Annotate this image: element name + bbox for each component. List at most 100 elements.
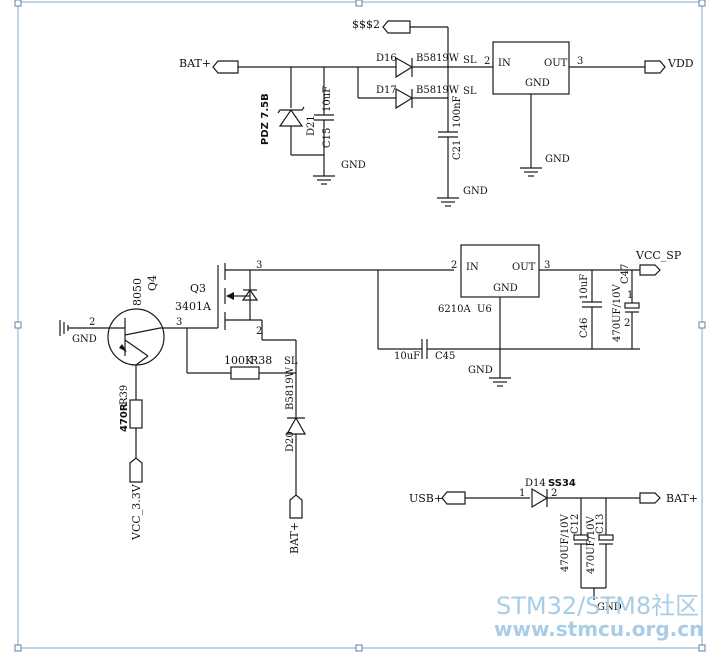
vdd-label: VDD: [667, 57, 694, 70]
c45-ref: C45: [435, 351, 455, 362]
d17-diode-symbol: [395, 87, 414, 110]
c13-value: 470UF/10V: [586, 515, 597, 574]
d21-ref: D21: [306, 115, 317, 136]
c15-value: 10uF: [322, 86, 333, 112]
gnd-label-c21: GND: [463, 186, 488, 197]
c21-value: 100nF: [452, 95, 463, 128]
vdd-port: [644, 60, 666, 74]
r38-ref: R38: [250, 354, 272, 367]
u-top-pin-out: 3: [577, 56, 583, 67]
resize-handle-left[interactable]: [14, 321, 22, 329]
u6-pin-in: 2: [451, 260, 457, 271]
r39-resistor: [129, 399, 143, 429]
middle-switch-section: GND 2 8050 Q4 3 470R R39 VCC_3.3V Q3 340…: [59, 244, 682, 554]
q3-pin3: 3: [256, 260, 262, 271]
selection-frame: [14, 0, 706, 652]
watermark-title: STM32/STM8社区: [496, 592, 699, 620]
gnd-label-u-top: GND: [545, 154, 570, 165]
d20-value: B5819W: [285, 366, 296, 410]
u6-gnd-label: GND: [493, 283, 518, 294]
c46-value: 10uF: [579, 274, 590, 300]
d14-pin1: 1: [519, 488, 525, 499]
resize-handle-top-right[interactable]: [698, 0, 706, 7]
sss2-port: [382, 20, 411, 34]
vcc-sp-port: [639, 264, 661, 276]
q4-pin2: 2: [89, 317, 95, 328]
q3-ref: Q3: [190, 282, 206, 295]
c47-polarized-cap: [624, 302, 640, 309]
resize-handle-bottom[interactable]: [355, 644, 363, 652]
site-watermark: STM32/STM8社区 www.stmcu.org.cn: [494, 592, 703, 641]
d21-zener-symbol: [278, 108, 304, 127]
bat-plus-label-mid: BAT+: [288, 522, 301, 554]
bat-plus-port-top: [212, 60, 239, 74]
sss2-label: $$$2: [352, 18, 380, 31]
u-top-pin-in: 2: [484, 56, 490, 67]
q4-pin3: 3: [176, 317, 182, 328]
d14-value: SS34: [548, 478, 576, 489]
u6-in-label: IN: [466, 262, 479, 273]
u6-pin-out: 3: [544, 260, 550, 271]
sl-label-top2: SL: [463, 86, 477, 97]
c47-ref: C47: [620, 264, 631, 284]
u-top-in-label: IN: [498, 58, 511, 69]
bat-plus-label-top: BAT+: [179, 57, 211, 70]
bat-plus-label-bottom: BAT+: [666, 492, 698, 505]
d16-value: B5819W: [416, 53, 460, 64]
c13-polarized-cap: [598, 534, 614, 541]
u6-out-label: OUT: [512, 262, 536, 273]
usb-plus-port: [441, 491, 466, 505]
usb-input-section: USB+ 1 D14 SS34 2 BAT+ C12 470UF/10V C13…: [409, 478, 698, 613]
q4-value: 8050: [131, 278, 144, 306]
u6-value: 6210A: [438, 304, 471, 315]
c47-value: 470UF/10V: [612, 283, 623, 342]
q3-pin2: 2: [256, 326, 262, 337]
c45-value: 10uF: [394, 351, 420, 362]
c46-ref: C46: [579, 318, 590, 338]
gnd-label-u6: GND: [468, 365, 493, 376]
resize-handle-top-left[interactable]: [14, 0, 22, 7]
r38-value: 100K: [224, 354, 254, 367]
gnd-label-q4: GND: [72, 334, 97, 345]
d14-pin2: 2: [551, 488, 557, 499]
d20-ref: D20: [285, 431, 296, 452]
q4-transistor-body: [107, 308, 165, 366]
c12-value: 470UF/10V: [560, 513, 571, 572]
r38-resistor: [230, 366, 260, 380]
r39-value: 470R: [119, 403, 130, 432]
c13-ref: C13: [595, 514, 606, 534]
c15-ref: C15: [322, 128, 333, 148]
u-top-gnd-label: GND: [525, 78, 550, 89]
top-input-section: BAT+ $$$2 PDZ 7.5B D21 10uF C15 GND: [179, 18, 694, 207]
bat-plus-port-bottom: [639, 492, 661, 504]
c12-polarized-cap: [573, 534, 589, 541]
u-top-out-label: OUT: [544, 58, 568, 69]
d17-value: B5819W: [416, 85, 460, 96]
d21-value: PDZ 7.5B: [260, 93, 271, 145]
q4-ref: Q4: [146, 275, 159, 291]
r39-ref: R39: [119, 385, 130, 405]
resize-handle-right[interactable]: [698, 321, 706, 329]
usb-plus-label: USB+: [409, 492, 443, 505]
resize-handle-bottom-right[interactable]: [698, 644, 706, 652]
gnd-label-c15: GND: [341, 160, 366, 171]
resize-handle-top[interactable]: [355, 0, 363, 7]
c47-pin2: 2: [624, 318, 630, 329]
q3-body-diode: [241, 288, 259, 301]
watermark-url: www.stmcu.org.cn: [494, 617, 703, 641]
d17-ref: D17: [376, 85, 397, 96]
u6-ref: U6: [477, 304, 492, 315]
c21-ref: C21: [452, 140, 463, 160]
d14-diode-symbol: [531, 487, 549, 509]
resize-handle-bottom-left[interactable]: [14, 644, 22, 652]
bat-plus-port-mid: [289, 494, 303, 519]
d16-diode-symbol: [395, 56, 414, 79]
d16-ref: D16: [376, 53, 397, 64]
gnd-label-bottom: GND: [597, 602, 622, 613]
vcc-3v3-port: [129, 457, 143, 483]
vcc-3v3-label: VCC_3.3V: [130, 483, 143, 541]
c12-ref: C12: [570, 514, 581, 534]
d14-ref: D14: [525, 478, 546, 489]
vcc-sp-label: VCC_SP: [635, 249, 682, 262]
